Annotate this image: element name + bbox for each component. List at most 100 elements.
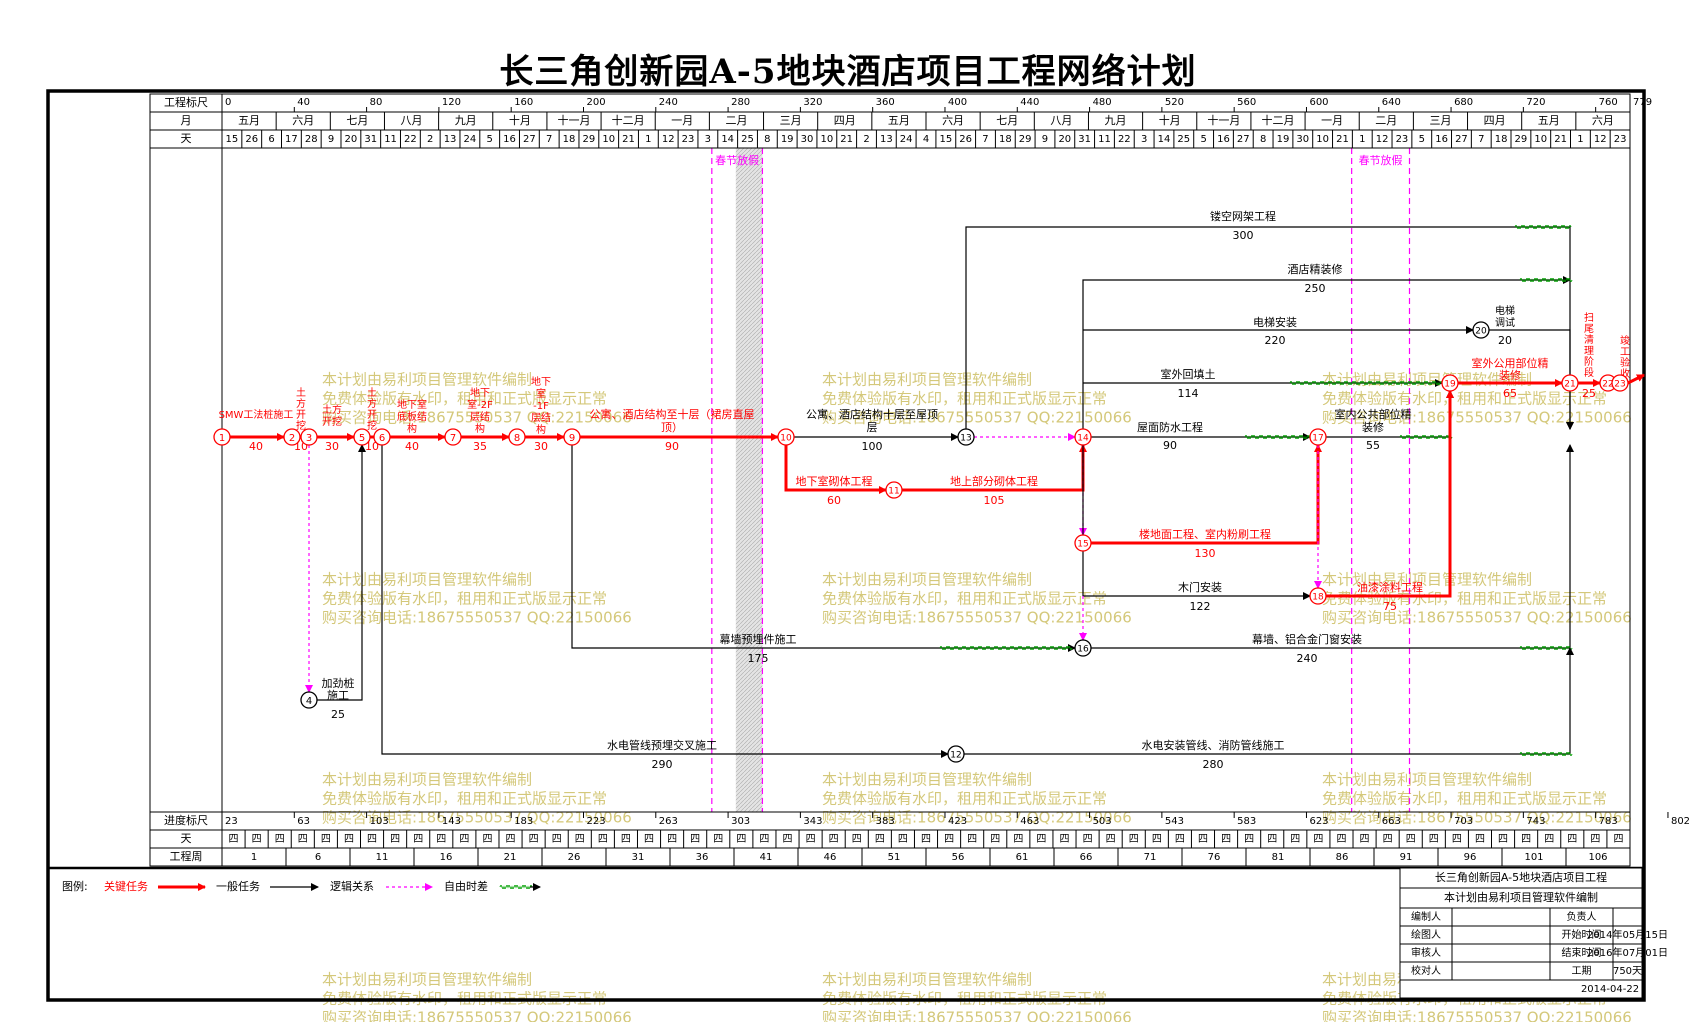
task-duration: 250 xyxy=(1305,282,1326,295)
day-label: 5 xyxy=(1200,134,1206,145)
legend-critical-label: 关键任务 xyxy=(104,879,148,893)
task-duration: 20 xyxy=(1498,334,1512,347)
weekday-label: 四 xyxy=(829,834,839,845)
network-node xyxy=(885,481,903,499)
network-node xyxy=(1074,428,1092,446)
day-label: 18 xyxy=(1495,134,1508,145)
page-title: 长三角创新园A-5地块酒店项目工程网络计划 xyxy=(499,52,1197,92)
task-name: 屋面防水工程 xyxy=(1137,420,1203,434)
day-label: 16 xyxy=(503,134,516,145)
month-label: 九月 xyxy=(1105,114,1127,127)
day-label: 21 xyxy=(840,134,853,145)
free-float-line xyxy=(1519,752,1573,756)
task-arrow xyxy=(965,226,1574,430)
weekday-label: 四 xyxy=(1175,834,1185,845)
task-name: 构 xyxy=(536,423,546,436)
network-node xyxy=(1611,374,1629,392)
weekday-label: 四 xyxy=(1313,834,1323,845)
watermark-text: 购买咨询电话:18675550537 QQ:22150066 xyxy=(822,609,1132,627)
network-node-label: 13 xyxy=(960,434,971,444)
month-label: 一月 xyxy=(671,114,693,127)
task-arrow xyxy=(1082,437,1311,600)
month-label: 十月 xyxy=(1159,113,1181,127)
task-arrow xyxy=(1326,390,1454,598)
day-label: 27 xyxy=(1237,134,1250,145)
day-label: 7 xyxy=(1478,134,1484,145)
day-label: 5 xyxy=(1419,134,1425,145)
progress-tick-label: 383 xyxy=(876,816,895,827)
watermark-text: 购买咨询电话:18675550537 QQ:22150066 xyxy=(322,1009,632,1022)
watermark-text: 免费体验版有水印，租用和正式版显示正常 xyxy=(822,790,1107,808)
titleblock-cell: 负责人 xyxy=(1567,910,1597,923)
week-label: 91 xyxy=(1400,852,1413,863)
day-label: 16 xyxy=(1217,134,1230,145)
scale-tick-label: 779 xyxy=(1633,97,1652,108)
scale-tick-label: 280 xyxy=(731,97,750,108)
month-label: 四月 xyxy=(1484,114,1506,127)
day-label: 9 xyxy=(328,134,334,145)
progress-tick-label: 543 xyxy=(1165,816,1184,827)
task-name: -1F xyxy=(533,401,549,412)
task-name-char: 收 xyxy=(1620,367,1630,380)
weekday-label: 四 xyxy=(1036,834,1046,845)
weekday-label: 四 xyxy=(482,834,492,845)
free-float-line xyxy=(1244,435,1314,439)
progress-tick-label: 583 xyxy=(1237,816,1256,827)
network-node-label: 23 xyxy=(1614,380,1625,390)
scale-tick-label: 480 xyxy=(1093,97,1112,108)
network-node-label: 4 xyxy=(306,696,312,707)
task-name: 木门安装 xyxy=(1178,580,1222,594)
progress-tick-label: 183 xyxy=(514,816,533,827)
task-arrow xyxy=(1489,329,1574,430)
progress-tick-label: 663 xyxy=(1382,816,1401,827)
day-label: 1 xyxy=(645,134,651,145)
free-float-line xyxy=(1519,278,1573,282)
network-node-label: 17 xyxy=(1312,434,1323,444)
day-label: 8 xyxy=(764,134,770,145)
day-label: 12 xyxy=(662,134,675,145)
day-label: 28 xyxy=(305,134,318,145)
day-label: 22 xyxy=(1118,134,1131,145)
weekday-label: 四 xyxy=(690,834,700,845)
day-label: 18 xyxy=(563,134,576,145)
day-label: 25 xyxy=(1177,134,1190,145)
task-arrow xyxy=(784,445,887,494)
scale-tick-label: 600 xyxy=(1309,97,1328,108)
weekday-label: 四 xyxy=(1544,834,1554,845)
progress-tick-label: 423 xyxy=(948,816,967,827)
scale-tick-label: 0 xyxy=(225,97,231,108)
scale-tick-label: 160 xyxy=(514,97,533,108)
day-label: 29 xyxy=(1515,134,1528,145)
month-label: 六月 xyxy=(1592,114,1614,127)
task-name: 层结 xyxy=(470,410,490,423)
task-name-char: 方 xyxy=(296,397,306,410)
grid-frame xyxy=(149,93,1631,867)
week-label: 16 xyxy=(440,852,453,863)
scale-tick-label: 400 xyxy=(948,97,967,108)
titleblock-cell: 绘图人 xyxy=(1411,928,1441,941)
task-name: 公寓、酒店结构至十层（裙房直屋 xyxy=(590,407,755,421)
progress-tick-label: 783 xyxy=(1599,816,1618,827)
month-label: 三月 xyxy=(1429,114,1451,127)
watermark-text: 本计划由易利项目管理软件编制 xyxy=(822,571,1032,589)
network-node-label: 22 xyxy=(1602,380,1613,390)
progress-tick-label: 103 xyxy=(370,816,389,827)
progress-tick-label: 503 xyxy=(1093,816,1112,827)
task-name: 构 xyxy=(407,422,417,435)
legend-normal-label: 一般任务 xyxy=(216,880,260,893)
weekday-label: 四 xyxy=(459,834,469,845)
task-name-char: 尾 xyxy=(1584,323,1594,335)
network-node-label: 19 xyxy=(1444,380,1456,390)
day-label: 31 xyxy=(1078,134,1091,145)
day-label: 16 xyxy=(1435,134,1448,145)
weekday-label: 四 xyxy=(944,834,954,845)
scale-tick-label: 680 xyxy=(1454,97,1473,108)
network-node xyxy=(1074,639,1092,657)
weekday-label: 四 xyxy=(390,834,400,845)
day-label: 22 xyxy=(404,134,417,145)
task-arrow xyxy=(1627,373,1645,385)
task-name: 室-2F xyxy=(467,398,493,411)
watermark-text: 本计划由易利项目管理软件编制 xyxy=(322,571,532,589)
month-label: 十二月 xyxy=(1262,113,1295,127)
day-label: 14 xyxy=(1158,134,1171,145)
